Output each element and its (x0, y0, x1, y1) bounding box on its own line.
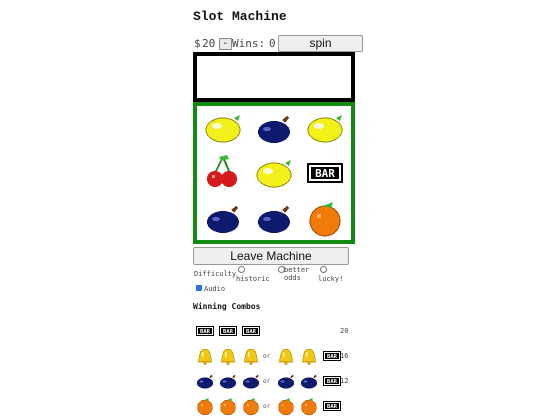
combo-or-label: or (263, 378, 271, 385)
difficulty-option-better-odds: better odds (284, 266, 310, 282)
combo-bar-icon: BAR (195, 321, 215, 341)
combo-bar-icon: BAR (241, 321, 261, 341)
difficulty-label: Difficulty (194, 270, 237, 278)
combo-orange-icon (276, 396, 296, 416)
combo-row: or BAR (193, 396, 363, 416)
svg-text:BAR: BAR (327, 379, 338, 385)
svg-text:BAR: BAR (200, 329, 211, 335)
combo-bell-icon (218, 346, 238, 366)
reel-symbol-plum-icon (254, 198, 294, 238)
cash-value: 20 (202, 37, 216, 50)
combo-plum-icon (241, 371, 261, 391)
reel-symbol-lemon-icon (254, 153, 294, 193)
combo-bar-icon: BAR (218, 321, 238, 341)
difficulty-option-historic: historic (236, 275, 270, 283)
difficulty-radio-lucky[interactable] (320, 266, 327, 273)
combo-or-label: or (263, 403, 271, 410)
combo-row: BAR BAR BAR 20 (193, 321, 363, 341)
combo-bar-icon: BAR (322, 346, 342, 366)
combo-bell-icon (195, 346, 215, 366)
wins-value: 0 (269, 37, 276, 50)
combo-bar-icon: BAR (322, 396, 342, 416)
combo-payout: 20 (340, 327, 349, 335)
audio-checkbox[interactable] (196, 285, 202, 291)
combo-bell-icon (276, 346, 296, 366)
combo-payout: 12 (340, 377, 349, 385)
reel-window: BAR (193, 102, 355, 244)
winning-combos-title: Winning Combos (193, 302, 261, 311)
combo-bell-icon (299, 346, 319, 366)
audio-label: Audio (204, 285, 226, 293)
svg-text:BAR: BAR (246, 329, 257, 335)
reset-icon[interactable]: ⇐ (219, 38, 232, 50)
difficulty-radio-historic[interactable] (238, 266, 245, 273)
reel-symbol-lemon-icon (305, 108, 345, 148)
spin-button[interactable]: spin (278, 35, 363, 52)
combo-plum-icon (195, 371, 215, 391)
combo-orange-icon (195, 396, 215, 416)
combo-orange-icon (299, 396, 319, 416)
svg-text:BAR: BAR (223, 329, 234, 335)
reel-symbol-plum-icon (203, 198, 243, 238)
combo-plum-icon (218, 371, 238, 391)
combo-payout: 16 (340, 352, 349, 360)
reel-symbol-bar-icon: BAR (305, 153, 345, 193)
reel-symbol-cherry-icon (203, 153, 243, 193)
difficulty-radio-better-odds[interactable] (278, 266, 285, 273)
combo-plum-icon (299, 371, 319, 391)
page-title: Slot Machine (193, 9, 287, 24)
svg-text:BAR: BAR (315, 167, 335, 180)
combo-bar-icon: BAR (322, 371, 342, 391)
currency-symbol: $ (194, 37, 201, 50)
bank-row: $ 20 ⇐ Wins: 0 spin (193, 35, 363, 52)
combo-plum-icon (276, 371, 296, 391)
leave-machine-button[interactable]: Leave Machine (193, 247, 349, 265)
combo-bell-icon (241, 346, 261, 366)
svg-text:BAR: BAR (327, 354, 338, 360)
combo-orange-icon (218, 396, 238, 416)
message-display (193, 52, 355, 102)
combo-orange-icon (241, 396, 261, 416)
wins-label: Wins: (232, 37, 266, 50)
reel-symbol-plum-icon (254, 108, 294, 148)
combo-or-label: or (263, 353, 271, 360)
difficulty-option-lucky: lucky! (318, 275, 344, 283)
reel-symbol-lemon-icon (203, 108, 243, 148)
reel-symbol-orange-icon (305, 198, 345, 238)
